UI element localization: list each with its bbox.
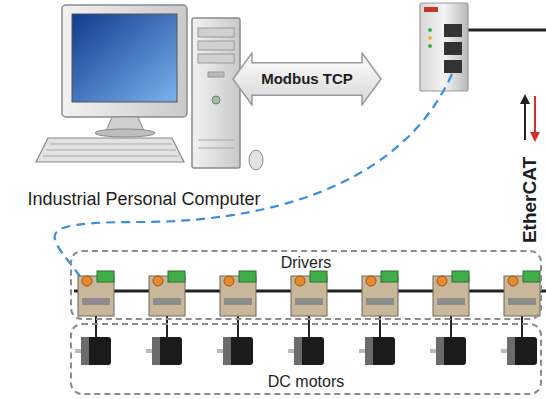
motor-icon (217, 337, 253, 365)
monitor-icon (62, 5, 187, 137)
tower-icon (192, 18, 240, 168)
bus-direction-arrows (520, 94, 540, 142)
node-text: DC motors (268, 373, 344, 391)
driver-unit (433, 271, 469, 337)
controller-icon (420, 3, 546, 91)
driver-unit (220, 271, 256, 337)
bus-name: EtherCAT (520, 157, 541, 243)
driver-unit (78, 271, 114, 337)
node-text: Drivers (281, 254, 332, 272)
keyboard-icon (36, 138, 263, 170)
motor-icon (75, 337, 111, 365)
driver-unit (149, 271, 185, 337)
motor-icon (430, 337, 466, 365)
motor-group: DC motors (70, 323, 542, 395)
driver-group: Drivers (70, 250, 542, 320)
node-text: Industrial Personal Computer (27, 189, 260, 210)
motor-icon (288, 337, 324, 365)
driver-unit (291, 271, 327, 337)
motor-icon (146, 337, 182, 365)
driver-motor-units (75, 271, 540, 365)
motor-icon (501, 337, 537, 365)
driver-unit (362, 271, 398, 337)
driver-unit (504, 271, 540, 337)
protocol-arrow: Modbus TCP (232, 52, 382, 106)
node-text: Modbus TCP (261, 70, 353, 87)
motor-icon (359, 337, 395, 365)
computer-node: Industrial Personal Computer (4, 0, 284, 212)
